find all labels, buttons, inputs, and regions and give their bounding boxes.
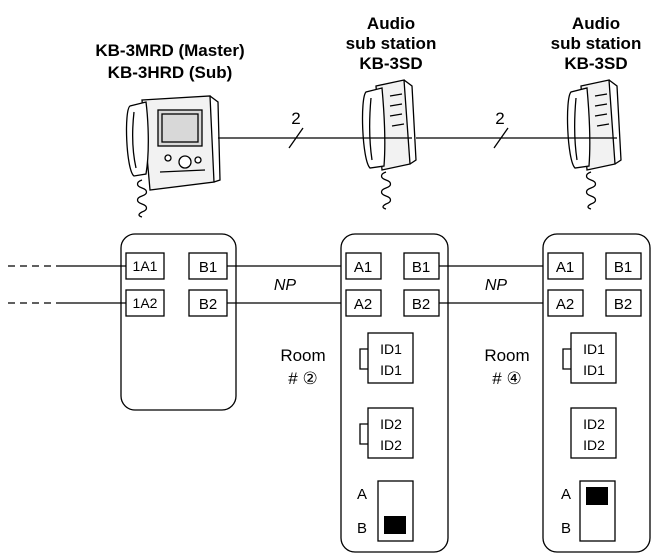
master-terminal-b2: [188, 289, 228, 317]
wire-count-2: 2: [495, 109, 504, 128]
np-label-2: NP: [485, 277, 508, 294]
sub2-terminal-b2: [605, 289, 642, 317]
np-label-1: NP: [274, 277, 297, 294]
master-title-line2: KB-3HRD (Sub): [108, 63, 233, 82]
sub1-terminal-a2: [345, 289, 382, 317]
sub2-id2-bottom: ID2: [583, 437, 605, 453]
sub1-id2-top: ID2: [380, 416, 402, 432]
sub1-title-line1: Audio: [367, 14, 415, 33]
sub2-room-label: Room: [484, 346, 529, 365]
sub2-title-line3: KB-3SD: [564, 54, 627, 73]
sub2-terminal-a2-label: A2: [556, 296, 574, 313]
sub1-id1-bottom: ID1: [380, 362, 402, 378]
master-title-line1: KB-3MRD (Master): [95, 41, 244, 60]
sub1-id2-jumper: [359, 423, 368, 445]
master-terminal-1a1-label: 1A1: [133, 258, 158, 274]
sub2-terminal-b1: [605, 252, 642, 280]
sub2-switch-a-label: A: [561, 486, 571, 503]
master-terminal-1a2-label: 1A2: [133, 295, 158, 311]
sub2-room-number: # ④: [492, 369, 521, 388]
sub1-id2-bottom: ID2: [380, 437, 402, 453]
sub1-room-label: Room: [280, 346, 325, 365]
sub1-id1-top: ID1: [380, 341, 402, 357]
sub1-title-line3: KB-3SD: [359, 54, 422, 73]
sub2-ab-switch-knob: [586, 487, 608, 505]
sub2-id2-switch: [570, 407, 617, 459]
sub2-terminal-a2: [547, 289, 584, 317]
sub1-switch-b-label: B: [357, 520, 367, 537]
sub1-title-line2: sub station: [346, 34, 437, 53]
sub1-id1-switch: [367, 332, 414, 384]
master-terminal-1a2: [125, 289, 165, 317]
sub2-terminal-b1-label: B1: [614, 259, 632, 276]
sub1-ab-switch-knob: [384, 516, 406, 534]
sub2-id2-top: ID2: [583, 416, 605, 432]
sub2-handset-icon: [566, 79, 622, 210]
sub1-terminal-a1-label: A1: [354, 259, 372, 276]
sub2-id1-switch: [570, 332, 617, 384]
sub1-terminal-a1: [345, 252, 382, 280]
sub1-terminal-b2: [403, 289, 440, 317]
sub1-terminal-a2-label: A2: [354, 296, 372, 313]
master-monitor-icon: [125, 95, 221, 218]
sub1-handset-icon: [361, 79, 417, 210]
sub1-terminal-b1-label: B1: [412, 259, 430, 276]
sub2-title-line1: Audio: [572, 14, 620, 33]
sub2-switch-b-label: B: [561, 520, 571, 537]
master-terminal-b1-label: B1: [199, 259, 217, 276]
sub1-switch-a-label: A: [357, 486, 367, 503]
sub1-id1-jumper: [359, 348, 368, 370]
wire-slash-1: [288, 127, 304, 149]
sub1-terminal-b2-label: B2: [412, 296, 430, 313]
sub1-id2-switch: [367, 407, 414, 459]
sub2-terminal-a1: [547, 252, 584, 280]
sub2-id1-bottom: ID1: [583, 362, 605, 378]
master-terminal-b2-label: B2: [199, 296, 217, 313]
wire-count-1: 2: [291, 109, 300, 128]
sub2-terminal-a1-label: A1: [556, 259, 574, 276]
sub2-ab-switch: [579, 480, 616, 542]
sub2-id1-jumper: [562, 348, 571, 370]
wire-slash-2: [493, 127, 509, 149]
sub1-room-number: # ②: [288, 369, 317, 388]
sub2-title-line2: sub station: [551, 34, 642, 53]
sub2-id1-top: ID1: [583, 341, 605, 357]
sub2-terminal-b2-label: B2: [614, 296, 632, 313]
